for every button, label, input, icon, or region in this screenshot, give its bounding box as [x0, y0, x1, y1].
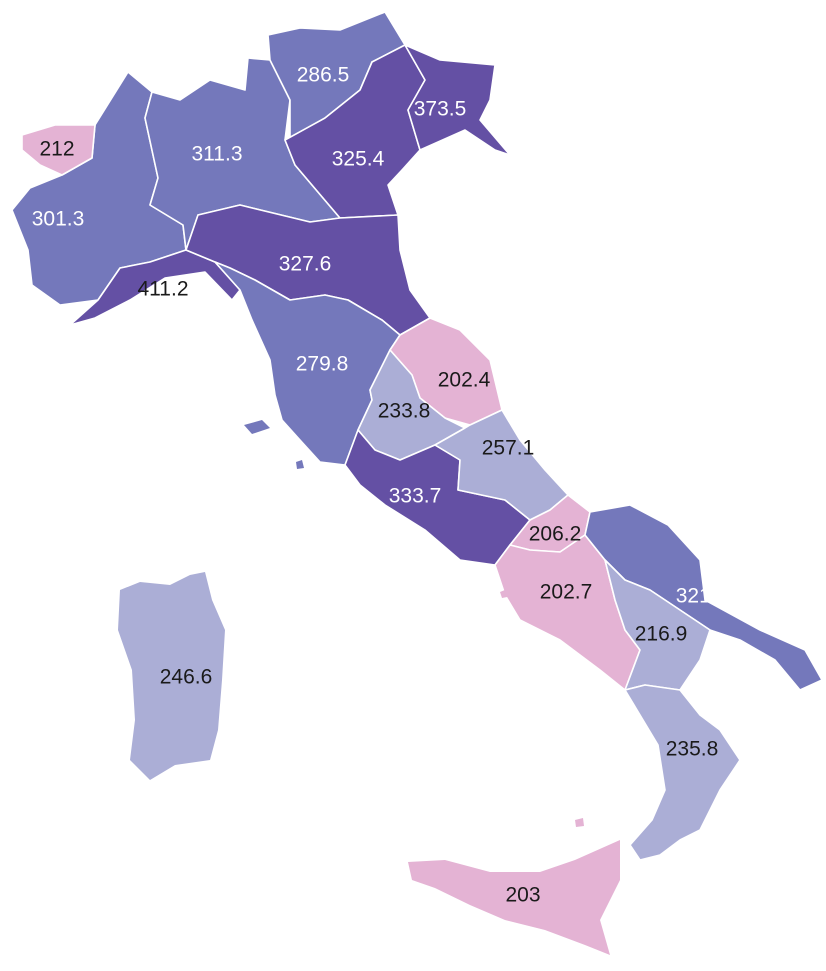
island-giglio [296, 460, 304, 469]
region-sardegna[interactable] [118, 572, 225, 780]
label-sicilia: 203 [505, 884, 540, 907]
label-trentino-alto-adige: 286.5 [297, 64, 350, 87]
label-marche: 202.4 [438, 369, 491, 392]
region-valle-daosta[interactable] [21, 124, 96, 176]
region-sicilia[interactable] [408, 840, 620, 955]
label-campania: 202.7 [540, 581, 593, 604]
label-molise: 206.2 [529, 523, 582, 546]
region-calabria[interactable] [624, 684, 741, 861]
label-lazio: 333.7 [389, 485, 442, 508]
label-friuli-venezia-giulia: 373.5 [414, 98, 467, 121]
island-capri-ischia [500, 588, 512, 598]
label-calabria: 235.8 [666, 738, 719, 761]
label-abruzzo: 257.1 [482, 437, 535, 460]
label-emilia-romagna: 327.6 [279, 253, 332, 276]
label-basilicata: 216.9 [635, 623, 688, 646]
label-sardegna: 246.6 [160, 666, 213, 689]
label-veneto: 325.4 [332, 148, 385, 171]
label-liguria: 411.2 [138, 278, 189, 301]
label-toscana: 279.8 [296, 353, 349, 376]
label-valle-daosta: 212 [39, 138, 74, 161]
island-elba [244, 420, 270, 434]
region-friuli-venezia-giulia[interactable] [404, 44, 511, 156]
label-lombardia: 311.3 [192, 143, 243, 166]
label-piemonte: 301.3 [32, 208, 85, 231]
island-eolie [575, 818, 584, 827]
label-puglia: 321.7 [676, 585, 729, 608]
label-umbria: 233.8 [378, 400, 431, 423]
